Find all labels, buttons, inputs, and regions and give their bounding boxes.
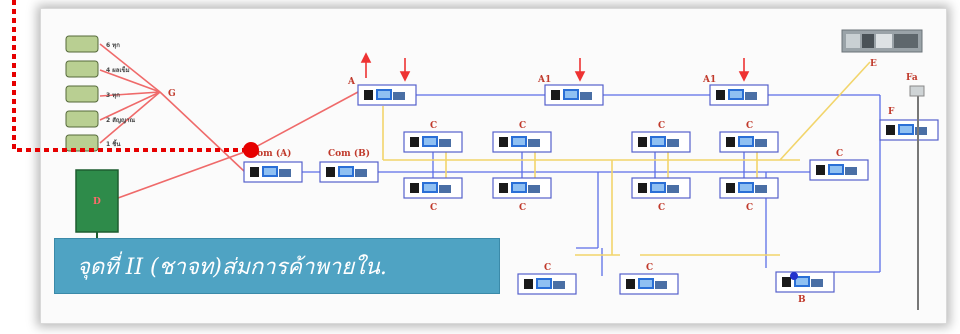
caption-box: จุดที่ II (ชาจท)ส่มการค้าพายใน. <box>54 238 500 294</box>
node-label-f: F <box>888 107 895 117</box>
unit-c: C <box>492 121 552 153</box>
unit-com-a: Com (A) <box>243 148 303 183</box>
unit-b: B <box>775 271 835 305</box>
svg-text:C: C <box>519 203 526 213</box>
unit-c: C <box>809 149 869 181</box>
storage-item: 3 ทุก <box>65 85 120 103</box>
unit-c: C <box>631 121 691 153</box>
node-label-com-b: Com (B) <box>328 148 370 159</box>
unit-c: C <box>517 263 577 295</box>
unit-c: C <box>719 177 779 213</box>
svg-text:2 สัญญาณ: 2 สัญญาณ <box>106 116 136 124</box>
unit-f: F <box>879 107 939 141</box>
node-label-a1: A1 <box>702 75 716 85</box>
unit-c: C <box>719 121 779 153</box>
svg-text:C: C <box>519 121 526 131</box>
unit-a1-2: A1 <box>702 75 769 106</box>
node-label-com-a: Com (A) <box>250 148 291 159</box>
unit-com-b: Com (B) <box>319 148 379 183</box>
svg-text:C: C <box>746 203 753 213</box>
caption-text: จุดที่ II (ชาจท)ส่มการค้าพายใน. <box>77 254 387 280</box>
storage-group: 6 ทุก 4 ผลเข็ม 3 ทุก 2 สัญญาณ 1 ชิ้น G <box>65 35 176 152</box>
storage-item: 4 ผลเข็ม <box>65 60 130 78</box>
svg-text:C: C <box>430 121 437 131</box>
node-label-e: E <box>870 59 877 69</box>
svg-text:6 ทุก: 6 ทุก <box>106 42 120 49</box>
unit-e: E <box>841 29 923 69</box>
node-label-b: B <box>798 295 806 305</box>
unit-a: A <box>347 77 417 106</box>
unit-c: C <box>403 177 463 213</box>
svg-text:C: C <box>430 203 437 213</box>
svg-text:3 ทุก: 3 ทุก <box>106 92 120 99</box>
unit-c: C <box>619 263 679 295</box>
svg-text:C: C <box>646 263 653 273</box>
red-links <box>99 43 359 199</box>
node-label-a: A <box>347 77 356 87</box>
svg-text:C: C <box>746 121 753 131</box>
flow-arrows <box>360 52 750 82</box>
storage-item: 6 ทุก <box>65 35 120 53</box>
svg-text:C: C <box>544 263 551 273</box>
unit-c: C <box>492 177 552 213</box>
unit-c: C <box>631 177 691 213</box>
svg-text:1 ชิ้น: 1 ชิ้น <box>106 138 121 148</box>
blue-links <box>302 94 881 276</box>
yellow-links <box>382 61 871 256</box>
node-label-a1: A1 <box>537 75 551 85</box>
unit-a1-1: A1 <box>537 75 604 106</box>
storage-item: 2 สัญญาณ <box>65 110 136 128</box>
highlight-callout <box>12 0 259 158</box>
svg-text:4 ผลเข็ม: 4 ผลเข็ม <box>106 65 130 74</box>
svg-text:C: C <box>658 121 665 131</box>
svg-text:C: C <box>836 149 843 159</box>
node-label-d: D <box>93 197 101 207</box>
group-label: G <box>168 89 176 99</box>
station-d: D <box>75 169 119 244</box>
unit-fa: Fa <box>906 73 925 310</box>
svg-text:C: C <box>658 203 665 213</box>
node-label-fa: Fa <box>906 73 918 83</box>
unit-c: C <box>403 121 463 153</box>
